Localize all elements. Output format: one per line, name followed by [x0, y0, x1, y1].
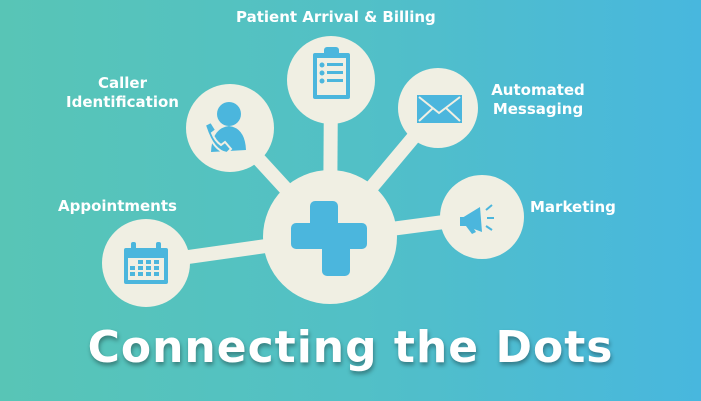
- label-appointments: Appointments: [58, 197, 177, 215]
- label-line: Automated: [491, 81, 585, 99]
- megaphone-icon: [460, 204, 494, 234]
- label-patient-arrival-billing: Patient Arrival & Billing: [236, 8, 436, 26]
- caller-id-icon: [203, 102, 246, 155]
- label-line: Messaging: [492, 100, 584, 118]
- label-automated-messaging: Automated Messaging: [478, 81, 598, 119]
- page-title: Connecting the Dots: [87, 322, 614, 373]
- label-caller-identification: Caller Identification: [60, 74, 185, 112]
- label-marketing: Marketing: [530, 198, 616, 216]
- clipboard-icon: [313, 47, 350, 99]
- medical-cross-icon: [291, 201, 367, 276]
- calendar-icon: [124, 242, 168, 284]
- envelope-icon: [417, 95, 462, 123]
- label-line: Caller: [98, 74, 147, 92]
- label-line: Identification: [66, 93, 179, 111]
- marketing-circle: [440, 175, 524, 259]
